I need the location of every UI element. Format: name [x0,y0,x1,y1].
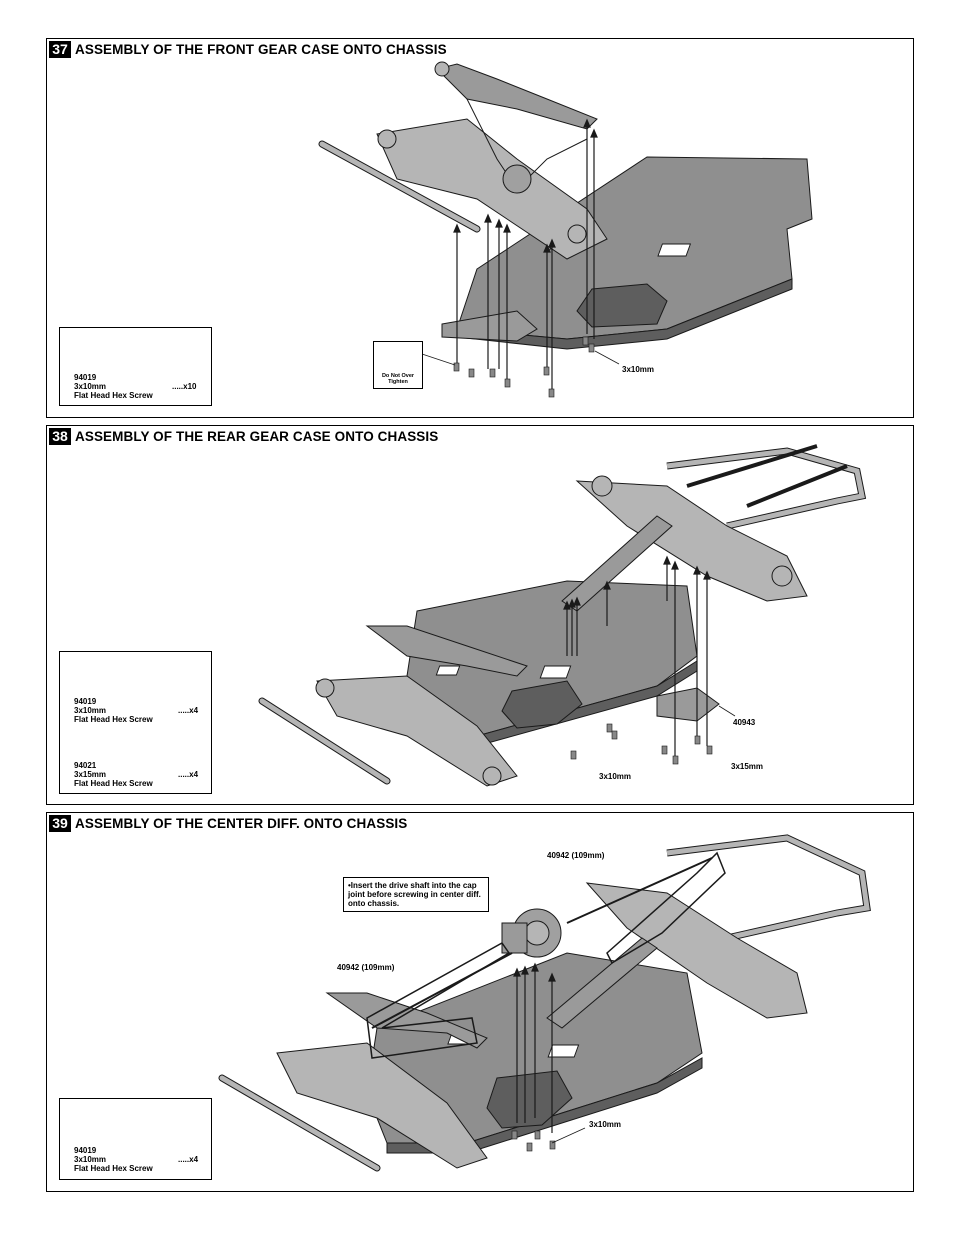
caution-text: Do Not Over Tighten [381,373,415,385]
skid-plate [441,310,538,342]
part-name: Flat Head Hex Screw [74,779,153,788]
part-size: 3x10mm [74,382,107,391]
plate-40943 [656,687,720,722]
part-size: 3x10mm [74,706,107,715]
step-39-panel: 39 ASSEMBLY OF THE CENTER DIFF. ONTO CHA… [46,812,914,1192]
screw-size-label: 3x10mm [599,772,632,781]
part-size: 3x10mm [74,1155,107,1164]
shaft-label: 40942 (109mm) [337,963,395,972]
screws [511,1130,556,1152]
part-qty: .....x4 [178,770,199,779]
step-title: ASSEMBLY OF THE REAR GEAR CASE ONTO CHAS… [75,429,439,444]
part-qty: .....x10 [172,382,197,391]
shock-tower [325,992,488,1049]
step-38-illustration [76,444,867,787]
shock-tower [436,63,598,130]
shaft-outline [366,942,511,1059]
rear-brace [546,937,658,1029]
shaft-outline [606,851,726,965]
step-number: 38 [49,428,71,445]
step-title: ASSEMBLY OF THE FRONT GEAR CASE ONTO CHA… [75,42,447,57]
parts-box: 94019 3x10mm .....x4 Flat Head Hex Screw… [59,651,212,794]
screw-size-label: 3x10mm [589,1120,622,1129]
part-name: Flat Head Hex Screw [74,715,153,724]
part-name: Flat Head Hex Screw [74,391,153,400]
shaft-label: 40942 (109mm) [547,851,605,860]
screws [570,723,713,765]
drive-shaft-rear [566,857,713,924]
step-37-illustration [76,61,813,398]
chassis-edge [456,278,793,350]
front-suspension-arms [316,675,518,787]
parts-box: 94019 3x10mm .....x10 Flat Head Hex Scre… [59,327,212,406]
step-38-panel: 38 ASSEMBLY OF THE REAR GEAR CASE ONTO C… [46,425,914,805]
step-number: 37 [49,41,71,58]
front-suspension-arms [276,1042,488,1169]
parts-box: 94019 3x10mm .....x4 Flat Head Hex Screw [59,1098,212,1180]
step-39-illustration [76,834,871,1172]
screws [453,336,595,398]
part-code: 94019 [74,373,97,382]
part-qty: .....x4 [178,1155,199,1164]
center-diff [501,908,562,958]
part-name: Flat Head Hex Screw [74,1164,153,1173]
part-code: 94019 [74,1146,97,1155]
part-size: 3x15mm [74,770,107,779]
part-qty: .....x4 [178,706,199,715]
part-code: 94019 [74,697,97,706]
do-not-over-tighten-badge: Do Not Over Tighten [373,341,423,389]
screw-size-label: 3x10mm [622,365,655,374]
screw-size-label: 3x15mm [731,762,764,771]
step-37-panel: 37 ASSEMBLY OF THE FRONT GEAR CASE ONTO … [46,38,914,418]
part-code: 94021 [74,761,97,770]
shock-tower [365,625,528,677]
step-number: 39 [49,815,71,832]
step-title: ASSEMBLY OF THE CENTER DIFF. ONTO CHASSI… [75,816,408,831]
plate-label: 40943 [733,718,756,727]
assembly-note: •Insert the drive shaft into the cap joi… [343,877,489,912]
